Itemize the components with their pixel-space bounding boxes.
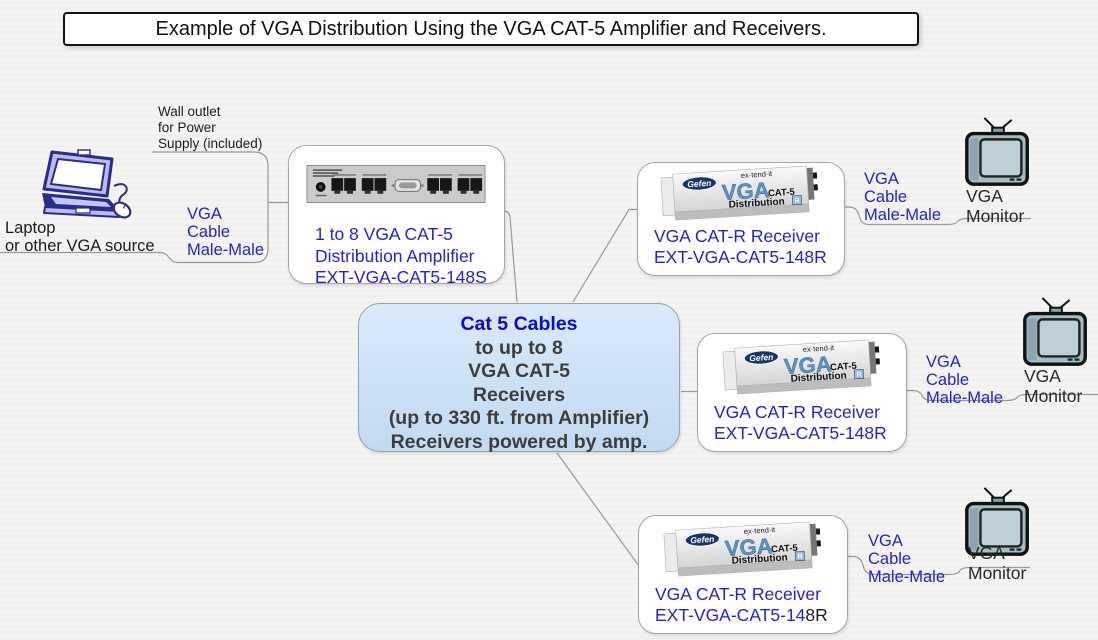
rx1-to-note-line	[572, 208, 637, 303]
note-line1: to up to 8	[475, 336, 563, 359]
cable-label-line3: Male-Male	[868, 568, 946, 586]
note-heading: Cat 5 Cables	[460, 313, 578, 335]
cat5-note-box: Cat 5 Cables to up to 8 VGA CAT-5 Receiv…	[358, 303, 680, 453]
cable-label-line2: Cable	[187, 223, 231, 241]
receiver-model: EXT-VGA-CAT5-148R	[655, 605, 828, 626]
cable-label-line2: Cable	[864, 188, 908, 206]
receiver-name: VGA CAT-R Receiver	[655, 584, 821, 604]
vga-cable-label-middle: VGA Cable Male-Male	[926, 353, 1003, 407]
laptop-label-line2: or other VGA source	[5, 236, 155, 255]
amplifier-label-line3: EXT-VGA-CAT5-148S	[315, 267, 487, 287]
monitor-label-line1: VGA	[966, 186, 1003, 206]
receiver-device-image: Gefen ex·tend·it VGA CAT-5 Distribution …	[660, 165, 818, 221]
note-to-rx3-line	[556, 452, 640, 567]
distribution-text: Distribution	[731, 552, 788, 566]
cable-label-line3: Male-Male	[187, 241, 265, 259]
amplifier-label: 1 to 8 VGA CAT-5 Distribution Amplifier …	[315, 224, 487, 289]
receiver-label-bottom: VGA CAT-R Receiver EXT-VGA-CAT5-148R	[655, 584, 828, 625]
cable-label-line1: VGA	[864, 170, 899, 188]
receiver-model-suffix: 8R	[805, 604, 828, 625]
diagram-title: Example of VGA Distribution Using the VG…	[63, 12, 919, 46]
cable-label-line1: VGA	[868, 532, 903, 550]
vga-cable-label-bottom: VGA Cable Male-Male	[868, 532, 945, 586]
extendit-text: ex·tend·it	[803, 343, 836, 354]
cat5-text: CAT-5	[830, 361, 858, 374]
gefen-logo-text: Gefen	[690, 534, 715, 545]
receiver-model-prefix: EXT-VGA-CAT5-14	[655, 604, 806, 625]
note-line2: VGA CAT-5	[468, 360, 570, 382]
monitor-label-bottom: VGA Monitor	[968, 543, 1026, 583]
receiver-model: EXT-VGA-CAT5-148R	[714, 422, 887, 443]
monitor-icon-middle	[1023, 297, 1087, 366]
wall-outlet-line2: for Power	[158, 120, 216, 135]
receiver-label-middle: VGA CAT-R Receiver EXT-VGA-CAT5-148R	[714, 402, 887, 443]
monitor-label-line2: Monitor	[966, 206, 1025, 226]
cable-label-line3: Male-Male	[864, 206, 942, 224]
r-badge-text: R	[797, 553, 802, 560]
vga-cable-label-top: VGA Cable Male-Male	[864, 170, 941, 224]
amplifier-device-image	[306, 164, 486, 204]
cat5-text: CAT-5	[768, 187, 796, 200]
cable-label-line2: Cable	[926, 371, 970, 389]
r-badge-text: R	[794, 197, 799, 204]
laptop-label: Laptop or other VGA source	[5, 219, 155, 255]
distribution-text: Distribution	[728, 196, 785, 210]
monitor-label-line1: VGA	[968, 543, 1005, 563]
wall-outlet-line1: Wall outlet	[158, 104, 221, 119]
wall-outlet-line3: Supply (included)	[158, 136, 263, 151]
receiver-box-top: Gefen ex·tend·it VGA CAT-5 Distribution …	[637, 162, 845, 276]
cable-label-line1: VGA	[926, 353, 961, 371]
amplifier-box: 1 to 8 VGA CAT-5 Distribution Amplifier …	[288, 145, 505, 287]
note-line5: Receivers powered by amp.	[390, 430, 648, 453]
note-line4: (up to 330 ft. from Amplifier)	[388, 407, 650, 429]
gefen-logo-text: Gefen	[749, 352, 774, 363]
amplifier-label-line2: Distribution Amplifier	[315, 245, 475, 266]
vga-cable-label-left: VGA Cable Male-Male	[187, 205, 264, 259]
receiver-device-image: Gefen ex·tend·it VGA CAT-5 Distribution …	[663, 521, 821, 577]
gefen-logo-text: Gefen	[687, 178, 712, 189]
amplifier-label-line1: 1 to 8 VGA CAT-5	[315, 224, 453, 244]
laptop-icon	[42, 149, 132, 219]
cable-label-line3: Male-Male	[926, 389, 1004, 407]
vga-text: VGA	[721, 177, 770, 205]
extendit-text: ex·tend·it	[744, 525, 777, 536]
monitor-label-line1: VGA	[1024, 366, 1061, 386]
monitor-icon-top	[965, 117, 1029, 186]
note-line3: Receivers	[472, 383, 566, 406]
distribution-text: Distribution	[790, 370, 847, 384]
cable-label-line2: Cable	[868, 550, 912, 568]
vga-text: VGA	[724, 533, 773, 561]
monitor-label-middle: VGA Monitor	[1024, 366, 1082, 406]
receiver-label-top: VGA CAT-R Receiver EXT-VGA-CAT5-148R	[654, 226, 827, 267]
monitor-icon-bottom	[965, 487, 1029, 556]
cable-label-line1: VGA	[187, 205, 222, 223]
receiver-box-bottom: Gefen ex·tend·it VGA CAT-5 Distribution …	[638, 515, 848, 634]
wall-outlet-label: Wall outlet for Power Supply (included)	[158, 104, 262, 152]
laptop-label-line1: Laptop	[5, 219, 56, 237]
monitor-label-line2: Monitor	[968, 563, 1027, 583]
monitor-label-top: VGA Monitor	[966, 186, 1024, 226]
receiver-name: VGA CAT-R Receiver	[654, 226, 820, 246]
monitor-label-line2: Monitor	[1024, 386, 1083, 406]
cat5-text: CAT-5	[771, 543, 799, 556]
extendit-text: ex·tend·it	[741, 169, 774, 180]
vga-text: VGA	[783, 351, 832, 379]
r-badge-text: R	[856, 371, 861, 378]
receiver-name: VGA CAT-R Receiver	[714, 402, 880, 422]
receiver-box-middle: Gefen ex·tend·it VGA CAT-5 Distribution …	[697, 333, 907, 452]
receiver-model: EXT-VGA-CAT5-148R	[654, 246, 827, 267]
receiver-device-image: Gefen ex·tend·it VGA CAT-5 Distribution …	[722, 339, 880, 395]
